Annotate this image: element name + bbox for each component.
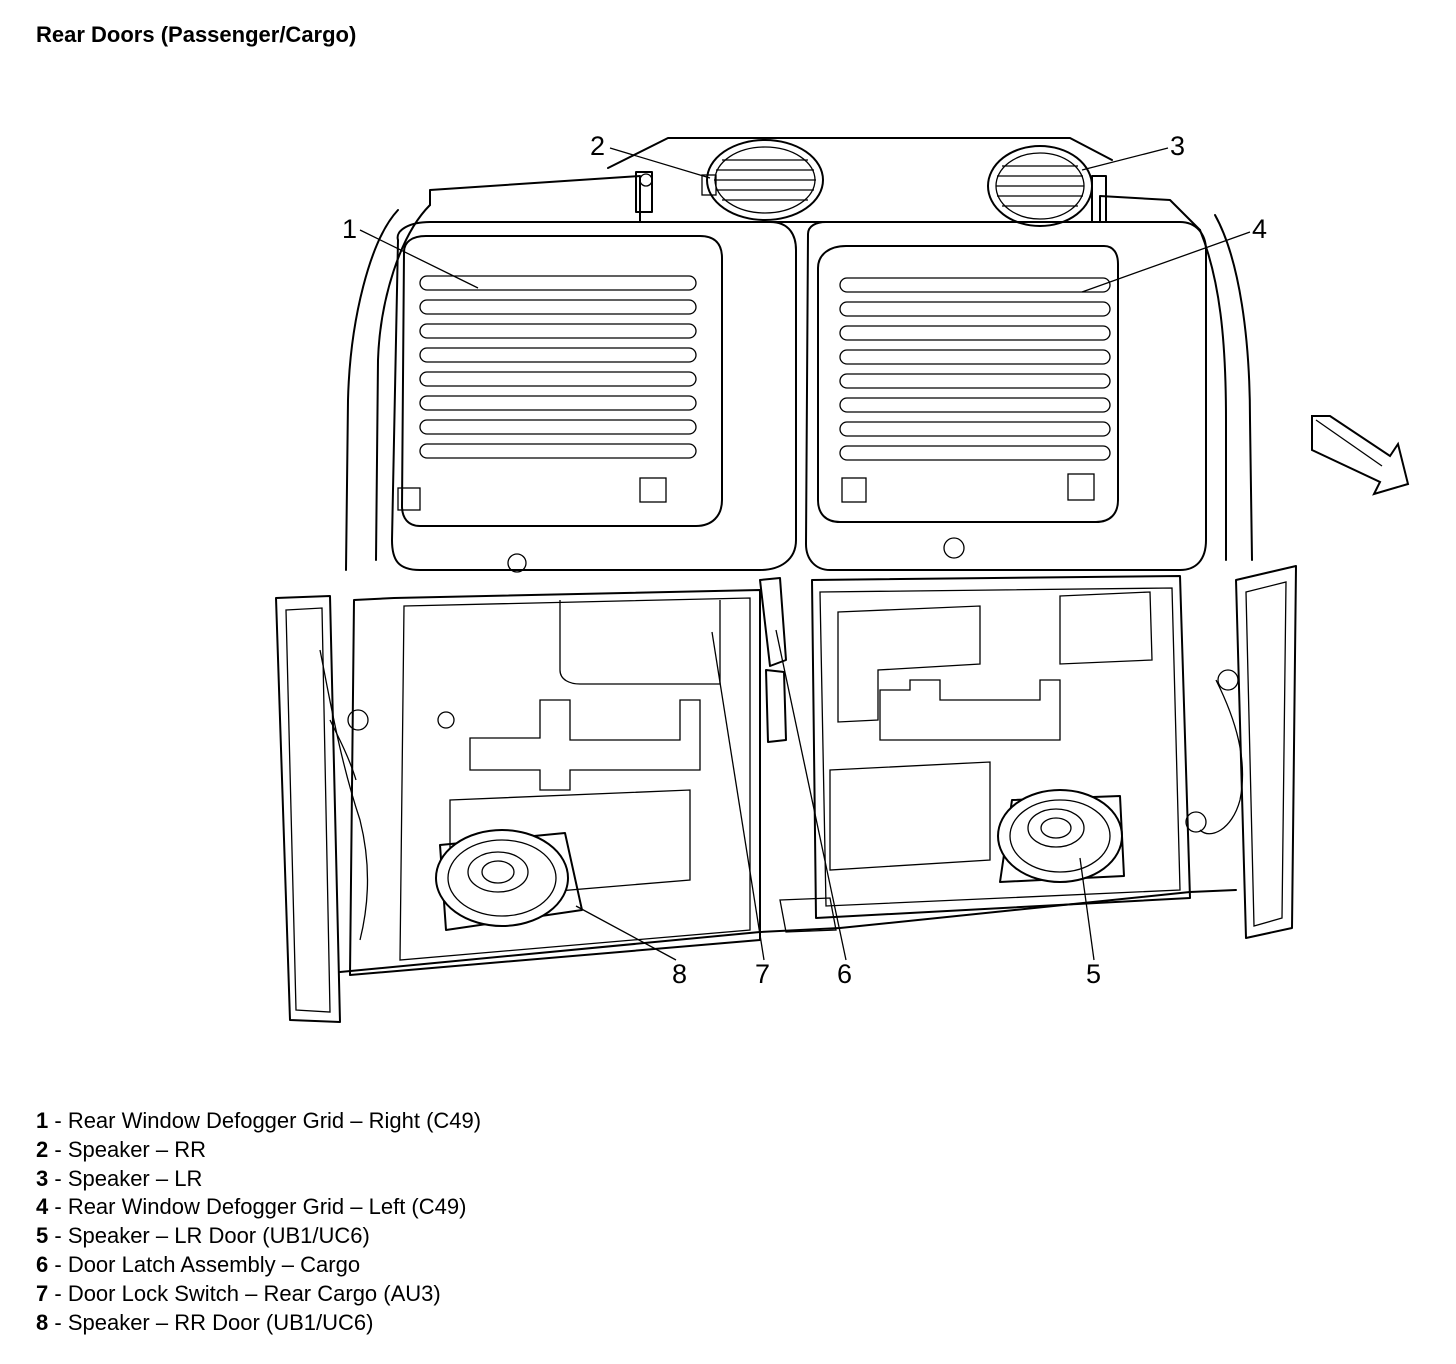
latch-center bbox=[759, 577, 837, 933]
legend-item: 2 - Speaker – RR bbox=[36, 1136, 206, 1162]
callout-7: 7 bbox=[755, 959, 770, 989]
callout-6: 6 bbox=[837, 959, 852, 989]
legend-num: 6 bbox=[36, 1251, 49, 1277]
legend-item: 4 - Rear Window Defogger Grid – Left (C4… bbox=[36, 1194, 467, 1220]
legend-text: Speaker – RR Door (UB1/UC6) bbox=[67, 1309, 374, 1335]
legend-item: 5 - Speaker – LR Door (UB1/UC6) bbox=[36, 1223, 370, 1249]
legend-item: 7 - Door Lock Switch – Rear Cargo (AU3) bbox=[36, 1280, 441, 1306]
legend-text: Rear Window Defogger Grid – Left (C49) bbox=[67, 1194, 467, 1220]
legend-num: 7 bbox=[36, 1280, 49, 1306]
legend-text: Door Latch Assembly – Cargo bbox=[67, 1251, 361, 1277]
legend-item: 6 - Door Latch Assembly – Cargo bbox=[36, 1251, 361, 1277]
legend-num: 3 bbox=[36, 1165, 49, 1191]
legend-item: 1 - Rear Window Defogger Grid – Right (C… bbox=[36, 1108, 482, 1133]
legend-num: 8 bbox=[36, 1309, 49, 1335]
legend-num: 5 bbox=[36, 1223, 49, 1249]
speaker-lr-top bbox=[987, 145, 1093, 227]
callout-2: 2 bbox=[590, 131, 605, 161]
legend-num: 2 bbox=[36, 1136, 49, 1162]
callout-8: 8 bbox=[672, 959, 687, 989]
legend-text: Door Lock Switch – Rear Cargo (AU3) bbox=[67, 1280, 441, 1306]
callout-3: 3 bbox=[1170, 131, 1185, 161]
legend-num: 4 bbox=[36, 1194, 49, 1220]
legend-item: 8 - Speaker – RR Door (UB1/UC6) bbox=[36, 1309, 374, 1335]
callout-4: 4 bbox=[1252, 214, 1267, 244]
legend-text: Speaker – LR Door (UB1/UC6) bbox=[67, 1223, 370, 1249]
legend-text: Rear Window Defogger Grid – Right (C49) bbox=[67, 1108, 482, 1133]
callout-1: 1 bbox=[342, 214, 357, 244]
diagram-title: Rear Doors (Passenger/Cargo) bbox=[36, 22, 357, 47]
direction-arrow-icon bbox=[1311, 415, 1410, 496]
legend: 1 - Rear Window Defogger Grid – Right (C… bbox=[36, 1107, 481, 1337]
legend-text: Speaker – RR bbox=[67, 1136, 206, 1162]
legend-num: 1 bbox=[36, 1108, 49, 1133]
speaker-lr-door bbox=[997, 789, 1125, 883]
defogger-grid-right bbox=[397, 275, 697, 511]
speaker-rr-door bbox=[435, 829, 583, 931]
defogger-grid-left bbox=[839, 277, 1111, 503]
left-door bbox=[805, 221, 1297, 939]
legend-text: Speaker – LR bbox=[67, 1165, 203, 1191]
legend-item: 3 - Speaker – LR bbox=[36, 1165, 203, 1191]
callout-5: 5 bbox=[1086, 959, 1101, 989]
leader-lines bbox=[359, 147, 1251, 961]
speaker-rr-top bbox=[701, 139, 824, 221]
right-door bbox=[275, 221, 797, 1023]
